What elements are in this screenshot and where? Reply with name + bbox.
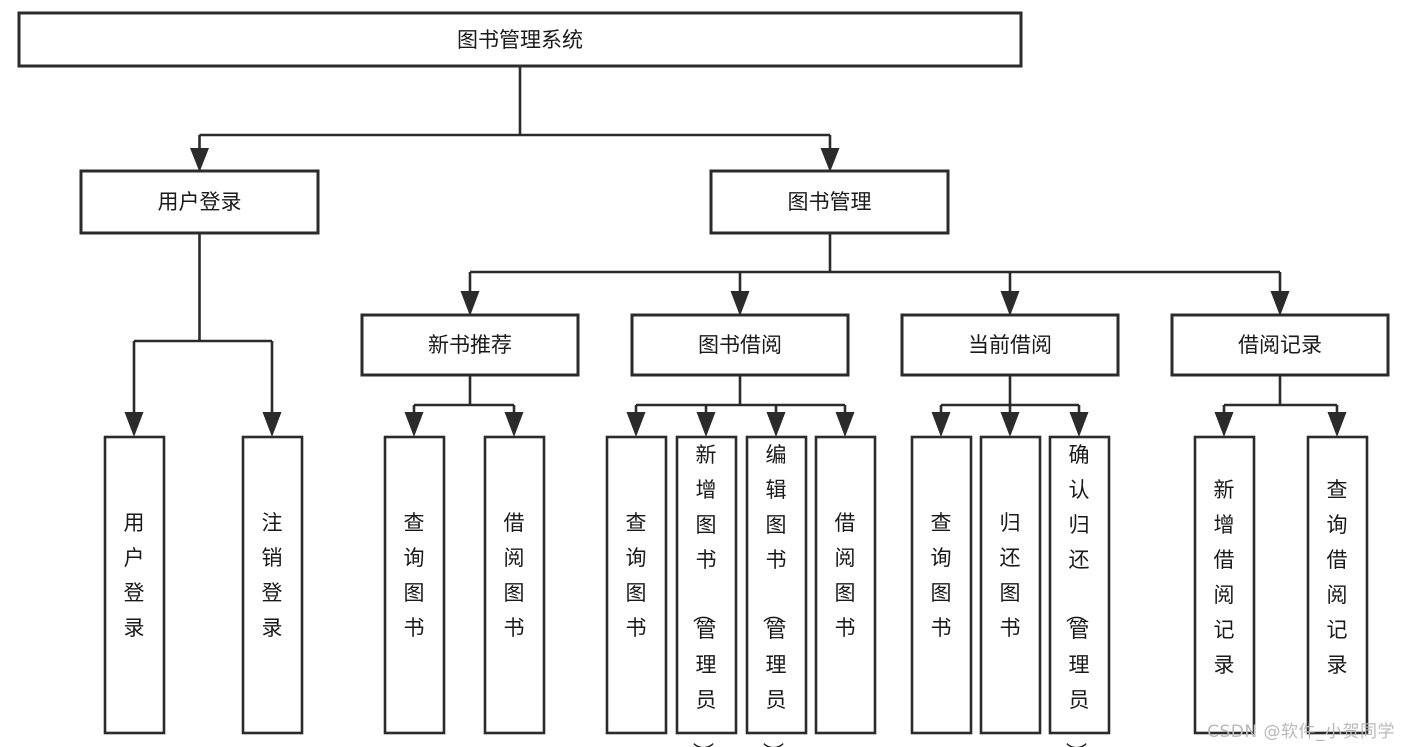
node-book-management[interactable]: 图书管理: [709, 169, 950, 235]
node-leaf-query-record-label: 查询借阅记录: [1327, 478, 1348, 677]
node-leaf-query-record-box[interactable]: [1306, 435, 1369, 735]
node-leaf-borrow-book-2-box[interactable]: [814, 435, 877, 735]
node-leaf-add-book-box[interactable]: [675, 435, 738, 735]
arrow-head-leaf-add-book: [696, 412, 716, 437]
node-root[interactable]: 图书管理系统: [17, 11, 1023, 68]
node-leaf-edit-book-box[interactable]: [745, 435, 808, 735]
node-leaf-borrow-book-1[interactable]: 借阅图书: [483, 435, 546, 735]
arrow-head-leaf-query-book-1: [404, 412, 424, 437]
arrow-head-leaf-confirm-return: [1069, 412, 1089, 437]
arrow-head-leaf-user-login: [124, 412, 144, 437]
arrow-head-new-book-recommend: [460, 291, 480, 316]
node-leaf-query-book-3-label: 查询图书: [931, 511, 952, 640]
arrow-head-leaf-query-record: [1327, 412, 1347, 437]
node-leaf-user-login-label: 用户登录: [124, 511, 145, 640]
node-user-login[interactable]: 用户登录: [79, 169, 320, 235]
node-borrow-record-box[interactable]: [1170, 313, 1390, 377]
node-leaf-add-book-label: 新增图书（管理员）: [691, 443, 717, 747]
arrow-head-leaf-query-book-3: [931, 412, 951, 437]
arrow-head-leaf-query-book-2: [626, 412, 646, 437]
node-root-box[interactable]: [17, 11, 1023, 68]
node-leaf-return-book[interactable]: 归还图书: [979, 435, 1042, 735]
node-new-book-recommend[interactable]: 新书推荐: [360, 313, 580, 377]
node-current-borrow[interactable]: 当前借阅: [900, 313, 1120, 377]
node-leaf-query-book-3-box[interactable]: [910, 435, 973, 735]
node-leaf-query-book-2-label: 查询图书: [626, 511, 647, 640]
node-borrow-record[interactable]: 借阅记录: [1170, 313, 1390, 377]
node-leaf-edit-book[interactable]: 编辑图书（管理员）: [745, 435, 808, 747]
node-leaf-confirm-return-box[interactable]: [1048, 435, 1111, 735]
node-leaf-add-record[interactable]: 新增借阅记录: [1193, 435, 1256, 735]
node-book-borrow-box[interactable]: [630, 313, 850, 377]
node-book-management-label: 图书管理: [788, 190, 872, 214]
arrow-head-leaf-return-book: [1000, 412, 1020, 437]
node-leaf-return-book-box[interactable]: [979, 435, 1042, 735]
node-leaf-add-book[interactable]: 新增图书（管理员）: [675, 435, 738, 747]
node-leaf-confirm-return-label: 确认归还（管理员）: [1064, 443, 1090, 747]
node-leaf-query-book-1-box[interactable]: [383, 435, 446, 735]
node-book-borrow-label: 图书借阅: [698, 333, 782, 357]
node-user-login-box[interactable]: [79, 169, 320, 235]
arrow-head-leaf-borrow-book-2: [835, 412, 855, 437]
arrow-head-borrow-record: [1270, 291, 1290, 316]
node-leaf-logout-login-label: 注销登录: [262, 511, 283, 640]
node-leaf-query-book-1-label: 查询图书: [404, 511, 425, 640]
node-leaf-query-book-2-box[interactable]: [605, 435, 668, 735]
node-leaf-confirm-return[interactable]: 确认归还（管理员）: [1048, 435, 1111, 747]
arrow-head-user-login: [190, 148, 209, 172]
node-leaf-add-record-box[interactable]: [1193, 435, 1256, 735]
node-leaf-query-book-1[interactable]: 查询图书: [383, 435, 446, 735]
node-leaf-user-login-box[interactable]: [103, 435, 166, 735]
node-leaf-query-book-3[interactable]: 查询图书: [910, 435, 973, 735]
arrow-head-leaf-logout-login: [262, 412, 282, 437]
node-leaf-logout-login-box[interactable]: [241, 435, 304, 735]
node-leaf-logout-login[interactable]: 注销登录: [241, 435, 304, 735]
node-leaf-user-login[interactable]: 用户登录: [103, 435, 166, 735]
arrow-head-book-management: [820, 148, 840, 172]
node-new-book-recommend-box[interactable]: [360, 313, 580, 377]
node-book-borrow[interactable]: 图书借阅: [630, 313, 850, 377]
node-leaf-borrow-book-1-label: 借阅图书: [504, 511, 525, 640]
connector-layer: [124, 66, 1347, 437]
node-leaf-query-record[interactable]: 查询借阅记录: [1306, 435, 1369, 735]
node-leaf-borrow-book-1-box[interactable]: [483, 435, 546, 735]
node-leaf-query-book-2[interactable]: 查询图书: [605, 435, 668, 735]
arrow-head-leaf-add-record: [1214, 412, 1234, 437]
node-current-borrow-box[interactable]: [900, 313, 1120, 377]
node-leaf-edit-book-label: 编辑图书（管理员）: [761, 443, 787, 747]
node-new-book-recommend-label: 新书推荐: [428, 333, 512, 357]
arrow-head-book-borrow: [730, 291, 750, 316]
arrow-head-current-borrow: [1000, 291, 1020, 316]
node-root-label: 图书管理系统: [457, 28, 583, 52]
node-leaf-add-record-label: 新增借阅记录: [1214, 478, 1235, 677]
node-leaf-return-book-label: 归还图书: [1000, 511, 1021, 640]
arrow-head-leaf-edit-book: [766, 412, 786, 437]
node-borrow-record-label: 借阅记录: [1238, 333, 1322, 357]
node-user-login-label: 用户登录: [158, 190, 242, 214]
node-current-borrow-label: 当前借阅: [968, 333, 1052, 357]
arrow-head-leaf-borrow-book-1: [504, 412, 524, 437]
node-book-management-box[interactable]: [709, 169, 950, 235]
node-leaf-borrow-book-2-label: 借阅图书: [835, 511, 856, 640]
node-leaf-borrow-book-2[interactable]: 借阅图书: [814, 435, 877, 735]
